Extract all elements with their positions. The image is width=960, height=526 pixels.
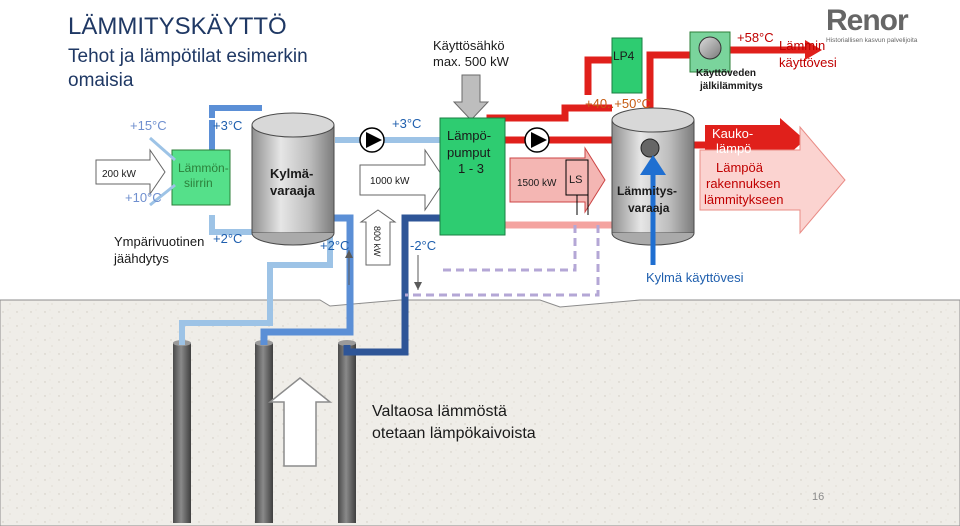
cold-water-label: Kylmä käyttövesi [646,270,744,285]
district-label-1: Kauko- [712,126,753,141]
building-label-1: Lämpöä [716,160,764,175]
slide-number: 16 [812,491,824,503]
temp-hx-bottom: +2°C [213,231,242,246]
heating-tank-top [611,107,695,133]
renor-logo: Renor Historiallisen kasvun palvelijoita [826,4,918,44]
pipe-ground-lightblue [179,215,333,345]
page-subtitle-1: Tehot ja lämpötilat esimerkin [68,46,308,67]
heating-tank-label-2: varaaja [628,201,670,215]
dashed-line-2 [440,225,577,272]
heat-exchanger [171,149,231,206]
heat-pump-box [439,117,506,236]
cold-tank-top [251,112,335,138]
power-200-arrow [95,148,166,196]
pump-1-triangle [366,132,382,148]
ground-label-2: otetaan lämpökaivoista [372,425,536,442]
dhw-heater-sphere [698,36,722,60]
temp-ground-out: +2°C [320,238,349,253]
temp-in: +15°C [130,118,167,133]
arrow-15 [149,136,176,162]
pipe-hx-to-tank [209,105,262,118]
cold-tank-label-1: Kylmä- [270,166,313,181]
power-1500-label: 1500 kW [517,178,557,189]
lp4-box [611,37,643,94]
page-subtitle-2: omaisia [68,70,134,91]
temp-lp4: +40..+50°C [585,96,651,111]
electricity-label-1: Käyttösähkö [433,38,505,53]
power-200-label: 200 kW [102,169,136,180]
building-label-2: rakennuksen [706,176,780,191]
heating-tank-label-1: Lämmitys- [617,184,677,198]
hx-label-1: Lämmön- [178,161,229,175]
ambient-label-2: jäähdytys [113,251,169,266]
svg-text:Renor: Renor [826,4,909,37]
heat-pump-label-1: Lämpö- [447,128,491,143]
borehole-3-top [338,340,356,346]
electricity-label-2: max. 500 kW [433,54,510,69]
power-1500-arrow [509,146,606,214]
warm-water-label-1: Lämmin [779,38,825,53]
building-label-3: lämmitykseen [704,192,783,207]
dhw-out-arrowhead [805,40,822,60]
temp-pump-in: +3°C [392,116,421,131]
borehole-2 [255,343,273,523]
ls-label: LS [569,174,582,186]
cold-tank-label-2: varaaja [270,183,316,198]
temp-ground-in: -2°C [410,238,436,253]
dhw-heater-label-1: Käyttöveden [696,68,756,79]
lp4-label: LP4 [613,49,635,63]
cold-tank-body [251,124,335,234]
temp-hx-top: +3°C [213,118,242,133]
dashed-line-1 [405,225,600,297]
pump-2-triangle [531,132,547,148]
cold-tank-bottom [251,232,335,246]
arrow-ground-in-head [414,282,422,290]
pipe-red-dhw [646,51,690,130]
temp-out: +10°C [125,190,162,205]
borehole-1 [173,343,191,523]
heat-up-arrow-icon [267,377,333,467]
warm-water-label-2: käyttövesi [779,55,837,70]
arrow-10 [149,183,176,207]
building-heat-arrow [699,125,846,235]
arrow-ground-out-head [345,250,353,258]
heating-tank-coil-icon [640,138,660,158]
electricity-down-arrow [452,74,490,121]
dhw-heater-label-2: jälkilämmitys [699,81,763,92]
power-800-label: 800 kW [372,226,382,257]
pipe-darkblue-return [343,214,440,356]
ground-label-1: Valtaosa lämmöstä [372,403,507,420]
power-1000-label: 1000 kW [370,176,410,187]
hx-label-2: siirrin [184,176,213,190]
power-800-arrow [359,209,397,266]
ground-area [0,299,960,526]
heat-pump-label-2: pumput [447,145,491,160]
temp-dhw: +58°C [737,30,774,45]
ambient-label-1: Ympärivuotinen [114,234,204,249]
pipe-red-lp4 [584,56,612,95]
svg-text:Historiallisen kasvun palvelij: Historiallisen kasvun palvelijoita [826,37,918,44]
borehole-3 [338,343,356,523]
cold-water-arrowhead [640,155,666,175]
page-title: LÄMMITYSKÄYTTÖ [68,13,287,40]
power-1000-arrow [359,148,446,212]
heat-pump-label-3: 1 - 3 [458,161,484,176]
district-label-2: lämpö [716,141,751,156]
